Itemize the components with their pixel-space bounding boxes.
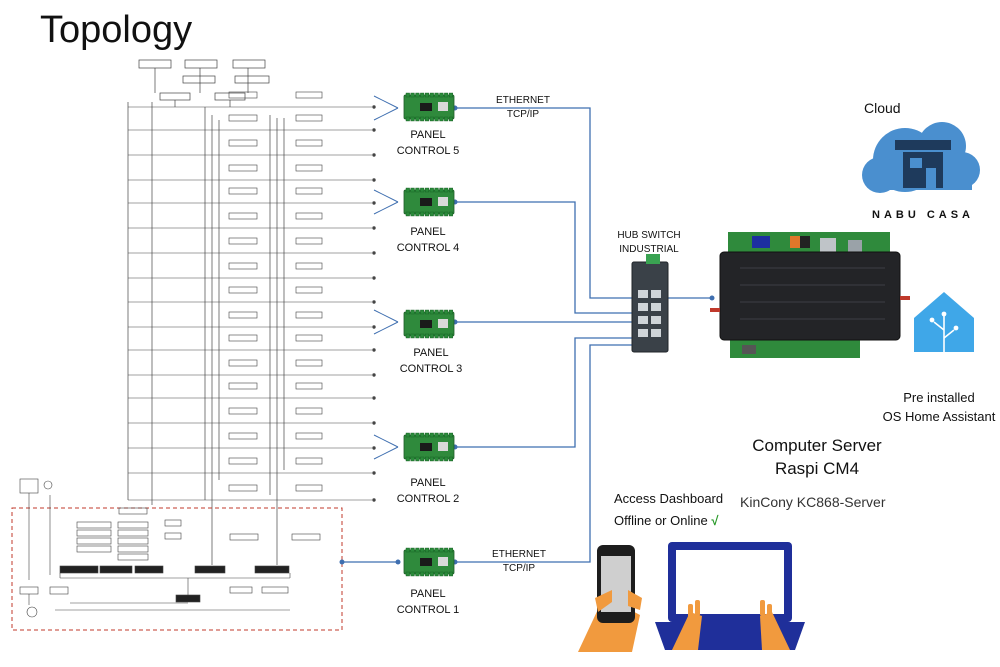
home-assistant-label: Pre installed OS Home Assistant xyxy=(869,388,1000,426)
feeder-row xyxy=(128,238,375,254)
check-icon: √ xyxy=(711,513,718,528)
panel-control-1-label: PANEL CONTROL 1 xyxy=(373,586,483,618)
panel-3-line2: CONTROL 3 xyxy=(376,361,486,377)
hub-switch-line1: HUB SWITCH xyxy=(604,229,694,243)
panel-2-line2: CONTROL 2 xyxy=(373,491,483,507)
panel-1-line1: PANEL xyxy=(373,586,483,602)
feeder-row xyxy=(128,140,375,156)
ha-line2: OS Home Assistant xyxy=(869,407,1000,426)
cloud-label: Cloud xyxy=(864,100,901,116)
panel-control-board xyxy=(404,188,454,216)
feeder-row xyxy=(128,335,375,351)
feeder-row xyxy=(128,312,375,328)
server-label: Computer Server Raspi CM4 xyxy=(722,434,912,480)
ethernet-top-label: ETHERNET TCP/IP xyxy=(478,94,568,122)
feeder-row xyxy=(128,263,375,279)
panel-control-board xyxy=(404,310,454,338)
feeder-row xyxy=(128,287,375,303)
panel-control-board xyxy=(404,93,454,121)
panel-3-line1: PANEL xyxy=(376,345,486,361)
feeder-row xyxy=(128,213,375,229)
panel-4-line1: PANEL xyxy=(373,224,483,240)
hub-switch-device xyxy=(632,254,668,352)
ethernet-top-line2: TCP/IP xyxy=(478,108,568,122)
panel-4-line2: CONTROL 4 xyxy=(373,240,483,256)
panel-control-3-label: PANEL CONTROL 3 xyxy=(376,345,486,377)
feeder-connector xyxy=(374,96,398,120)
panel-control-2-label: PANEL CONTROL 2 xyxy=(373,475,483,507)
access-line2: Offline or Online √ xyxy=(614,510,723,532)
feeder-connector xyxy=(374,310,398,334)
schematic-rows xyxy=(128,92,398,501)
feeder-connector xyxy=(374,190,398,214)
server-line1: Computer Server xyxy=(722,434,912,457)
server-line2: Raspi CM4 xyxy=(722,457,912,480)
phone-in-hand-icon xyxy=(578,545,642,652)
laptop-icon xyxy=(655,542,805,650)
panel-5-line1: PANEL xyxy=(373,127,483,143)
feeder-row xyxy=(128,458,375,474)
feeder-row xyxy=(128,383,375,399)
feeder-row xyxy=(128,433,375,449)
panel-control-board xyxy=(404,433,454,461)
hub-switch-line2: INDUSTRIAL xyxy=(604,243,694,257)
panel-1-line2: CONTROL 1 xyxy=(373,602,483,618)
panel-2-line1: PANEL xyxy=(373,475,483,491)
panel-control-board xyxy=(404,548,454,576)
panel-control-5-label: PANEL CONTROL 5 xyxy=(373,127,483,159)
access-line1: Access Dashboard xyxy=(614,488,723,510)
server-model-label: KinCony KC868-Server xyxy=(740,494,886,510)
panel-control-4-label: PANEL CONTROL 4 xyxy=(373,224,483,256)
nabu-casa-label: NABU CASA xyxy=(872,209,974,221)
electrical-schematic xyxy=(128,60,284,565)
feeder-row xyxy=(128,188,375,204)
home-assistant-icon xyxy=(914,292,974,352)
panel1-feeder xyxy=(340,560,401,565)
panel-5-line2: CONTROL 5 xyxy=(373,143,483,159)
feeder-row xyxy=(128,115,375,131)
nabu-casa-cloud-icon xyxy=(862,122,980,193)
ethernet-bottom-label: ETHERNET TCP/IP xyxy=(474,548,564,576)
ethernet-bottom-line1: ETHERNET xyxy=(474,548,564,562)
feeder-row xyxy=(128,360,375,376)
hub-switch-label: HUB SWITCH INDUSTRIAL xyxy=(604,229,694,257)
feeder-row xyxy=(128,408,375,424)
access-dashboard-label: Access Dashboard Offline or Online √ xyxy=(614,488,723,532)
ha-line1: Pre installed xyxy=(869,388,1000,407)
feeder-row xyxy=(128,485,375,501)
page-title: Topology xyxy=(40,8,192,52)
feeder-row xyxy=(128,165,375,181)
ethernet-top-line1: ETHERNET xyxy=(478,94,568,108)
server-device xyxy=(710,232,910,358)
ethernet-bottom-line2: TCP/IP xyxy=(474,562,564,576)
feeder-connector xyxy=(374,435,398,459)
access-line2-text: Offline or Online xyxy=(614,513,708,528)
